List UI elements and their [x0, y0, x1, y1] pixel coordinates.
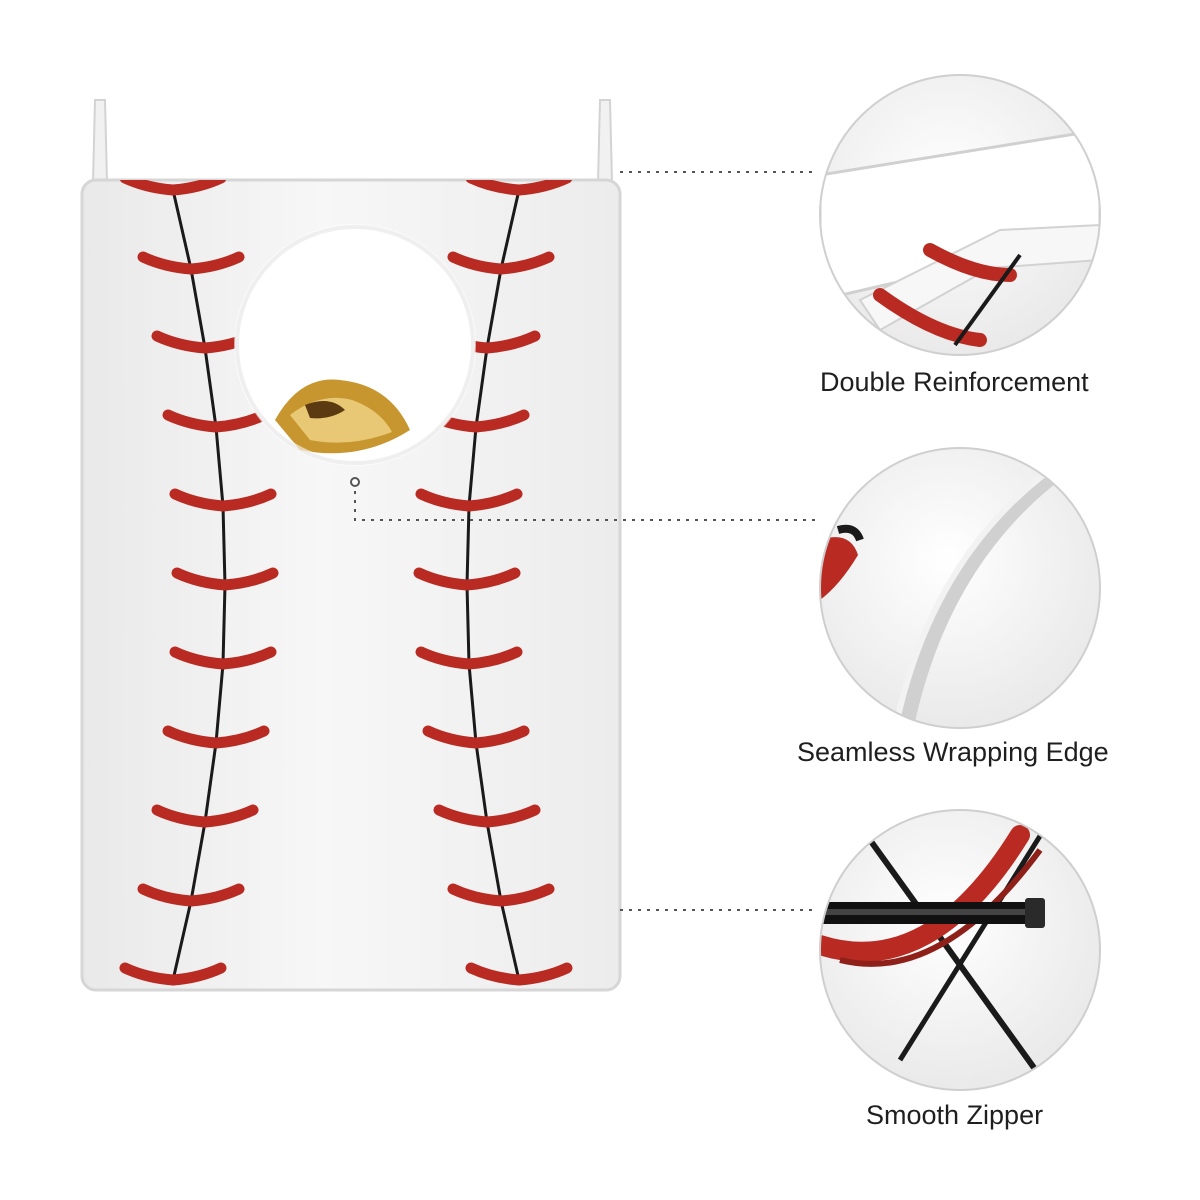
stitch-left-4 — [217, 488, 277, 512]
feature-label-wrapping-edge: Seamless Wrapping Edge — [797, 737, 1109, 767]
stitch-right-0 — [513, 180, 573, 196]
zipper-closeup-icon — [819, 809, 1101, 1091]
stitch-right-4 — [463, 488, 523, 512]
reinforced-strap-closeup-icon — [819, 74, 1101, 356]
stitch-left-0 — [167, 180, 227, 196]
connector-dot — [350, 477, 360, 487]
hamper-body — [80, 178, 622, 992]
stitch-right-7 — [470, 725, 530, 749]
stitch-left-5 — [219, 567, 279, 591]
wrapped-edge-closeup-icon — [819, 447, 1101, 729]
stitch-right-2 — [481, 330, 541, 354]
stitch-right-3 — [470, 409, 530, 433]
stitch-right-5 — [461, 567, 521, 591]
stitch-right-9 — [495, 883, 555, 907]
hamper-opening — [234, 224, 476, 466]
hanger-strap-left — [91, 99, 109, 183]
stitch-right-6 — [463, 646, 523, 670]
connector-lines — [354, 171, 820, 911]
stitch-right-1 — [495, 251, 555, 275]
stitch-right-8 — [481, 804, 541, 828]
feature-label-double-reinforcement: Double Reinforcement — [820, 367, 1089, 397]
stitch-left-9 — [185, 883, 245, 907]
stitch-left-8 — [199, 804, 259, 828]
stitch-right-10 — [513, 962, 573, 986]
feature-label-zipper: Smooth Zipper — [866, 1100, 1044, 1130]
stitch-left-6 — [217, 646, 277, 670]
stitch-left-1 — [185, 251, 245, 275]
hanger-strap-right — [596, 99, 614, 183]
stitch-left-10 — [167, 962, 227, 986]
stitch-left-7 — [210, 725, 270, 749]
